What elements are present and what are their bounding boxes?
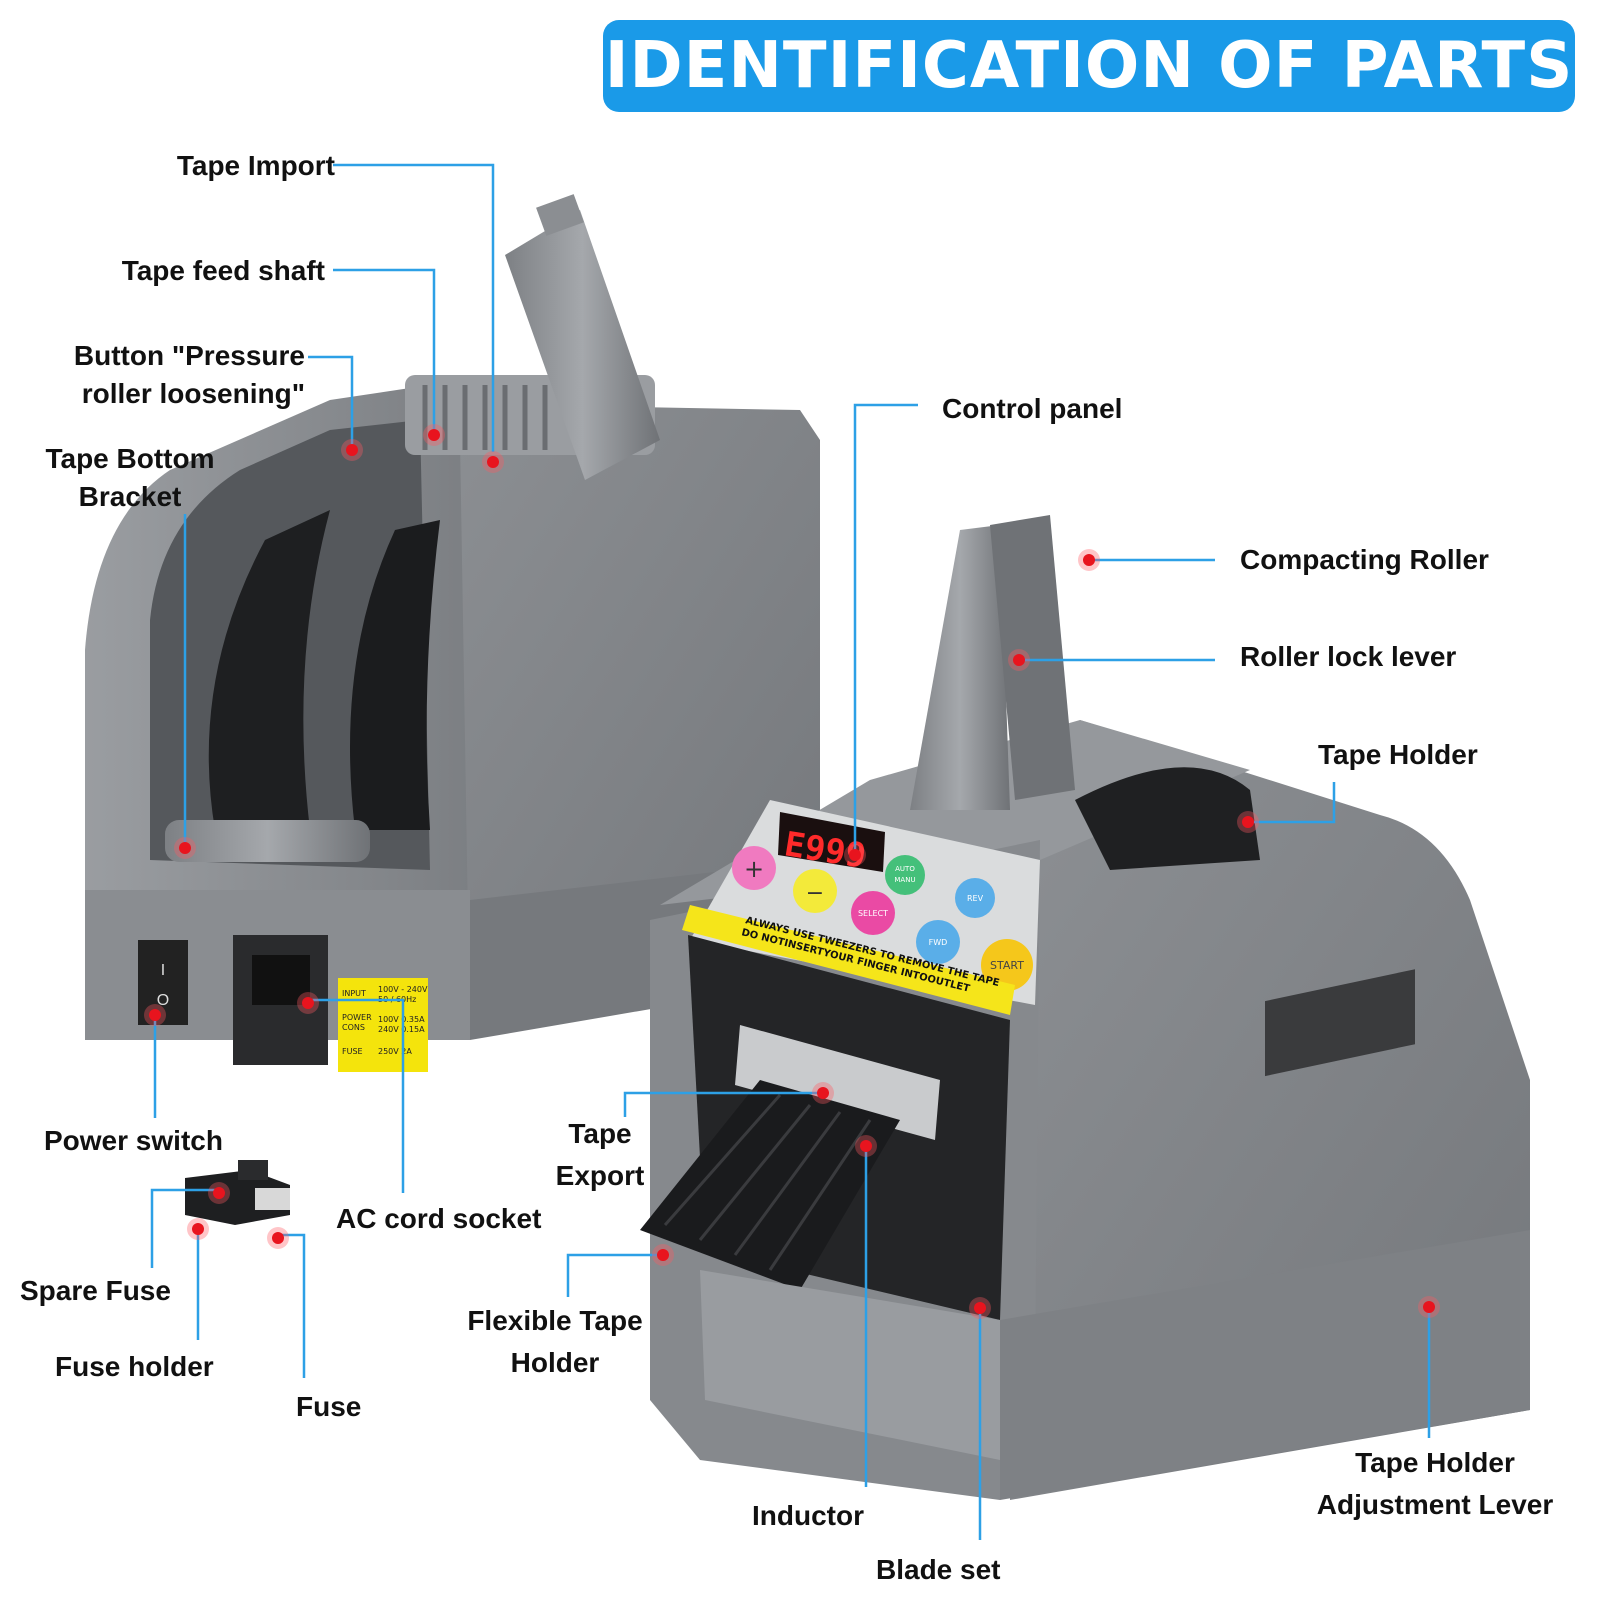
label-tape-export-line1: Tape	[568, 1118, 632, 1149]
label-inductor: Inductor	[752, 1500, 864, 1531]
label-tape-export-line2: Export	[555, 1160, 645, 1191]
label-tape-bottom-line1: Tape Bottom	[45, 443, 215, 474]
line-tape-import	[333, 163, 495, 452]
label-tape-holder-adjustment: Tape Holder Adjustment Lever	[1300, 1444, 1570, 1524]
line-tape-export	[623, 1091, 823, 1117]
spec-power-val1: 100V 0.35A	[378, 1015, 425, 1024]
label-flexible-line2: Holder	[510, 1347, 600, 1378]
label-flexible-line1: Flexible Tape	[467, 1305, 643, 1336]
label-spare-fuse: Spare Fuse	[20, 1275, 171, 1306]
marker-tape-holder	[1242, 816, 1254, 828]
label-control-panel: Control panel	[942, 393, 1123, 424]
marker-spare-fuse	[213, 1187, 225, 1199]
front-machine: E999 + − AUTO MANU SELECT REV FWD START …	[640, 515, 1530, 1500]
line-spare-fuse	[150, 1188, 217, 1268]
label-fuse: Fuse	[296, 1391, 362, 1422]
label-ac-cord-socket: AC cord socket	[336, 1203, 542, 1234]
leader-lines	[150, 163, 1431, 1540]
marker-fuse	[272, 1232, 284, 1244]
fwd-button-label: FWD	[929, 938, 948, 947]
line-button-pressure	[308, 355, 354, 447]
label-button-pressure-line1: Button "Pressure	[73, 340, 305, 371]
switch-on-mark: I	[161, 962, 165, 979]
marker-compacting-roller	[1083, 554, 1095, 566]
spec-input-val1: 100V - 240V	[378, 985, 428, 994]
switch-off-mark: O	[157, 992, 169, 1009]
marker-tape-export	[817, 1087, 829, 1099]
label-roller-lock-lever: Roller lock lever	[1240, 641, 1457, 672]
marker-tape-import	[487, 456, 499, 468]
spec-power-label: POWER	[342, 1013, 372, 1022]
line-flexible-holder	[566, 1253, 663, 1297]
spec-fuse-val: 250V 2A	[378, 1047, 412, 1056]
label-button-pressure-line2: roller loosening"	[81, 378, 305, 409]
marker-fuse-holder	[192, 1223, 204, 1235]
label-blade-set: Blade set	[876, 1554, 1001, 1585]
spec-input-label: INPUT	[342, 989, 366, 998]
marker-tape-feed-shaft	[428, 429, 440, 441]
title-banner: IDENTIFICATION OF PARTS	[603, 20, 1575, 112]
marker-ac-socket	[302, 997, 314, 1009]
page-title: IDENTIFICATION OF PARTS	[604, 29, 1574, 103]
label-adjust-line2: Adjustment Lever	[1316, 1489, 1554, 1520]
line-ac-socket	[310, 998, 405, 1193]
label-tape-bottom-bracket: Tape Bottom Bracket	[20, 440, 240, 516]
label-tape-import: Tape Import	[176, 150, 335, 181]
spec-fuse-label: FUSE	[342, 1047, 363, 1056]
label-tape-bottom-line2: Bracket	[78, 481, 182, 512]
rear-machine: I O INPUT 100V - 240V 50 / 60Hz POWER CO…	[85, 194, 820, 1072]
line-tape-holder	[1250, 782, 1336, 824]
marker-button-pressure	[346, 444, 358, 456]
marker-blade-set	[974, 1302, 986, 1314]
auto-button-label: AUTO	[895, 865, 915, 873]
marker-inductor	[860, 1140, 872, 1152]
fuse-assembly	[185, 1160, 290, 1225]
marker-adjust-lever	[1423, 1301, 1435, 1313]
label-tape-export: Tape Export	[525, 1115, 675, 1195]
plus-button-label: +	[744, 855, 764, 883]
part-markers	[144, 424, 1440, 1319]
marker-control-panel	[849, 849, 861, 861]
label-compacting-roller: Compacting Roller	[1240, 544, 1489, 575]
spec-cons-label: CONS	[342, 1023, 365, 1032]
marker-tape-bottom	[179, 842, 191, 854]
marker-power-switch	[149, 1009, 161, 1021]
spec-power-val2: 240V 0.15A	[378, 1025, 425, 1034]
start-button-label: START	[990, 959, 1024, 972]
label-power-switch: Power switch	[44, 1125, 223, 1156]
line-tape-feed-shaft	[333, 268, 436, 432]
label-tape-holder: Tape Holder	[1318, 739, 1478, 770]
line-control-panel	[853, 403, 918, 852]
manu-button-label: MANU	[894, 876, 915, 884]
marker-flexible-holder	[657, 1249, 669, 1261]
line-fuse	[280, 1233, 306, 1378]
label-button-pressure: Button "Pressure roller loosening"	[30, 337, 305, 413]
marker-roller-lock	[1013, 654, 1025, 666]
label-adjust-line1: Tape Holder	[1355, 1447, 1515, 1478]
label-tape-feed-shaft: Tape feed shaft	[121, 255, 325, 286]
rev-button-label: REV	[967, 894, 984, 903]
minus-button-label: −	[806, 881, 824, 906]
label-flexible-tape-holder: Flexible Tape Holder	[440, 1302, 670, 1382]
label-fuse-holder: Fuse holder	[55, 1351, 214, 1382]
select-button-label: SELECT	[858, 909, 888, 918]
